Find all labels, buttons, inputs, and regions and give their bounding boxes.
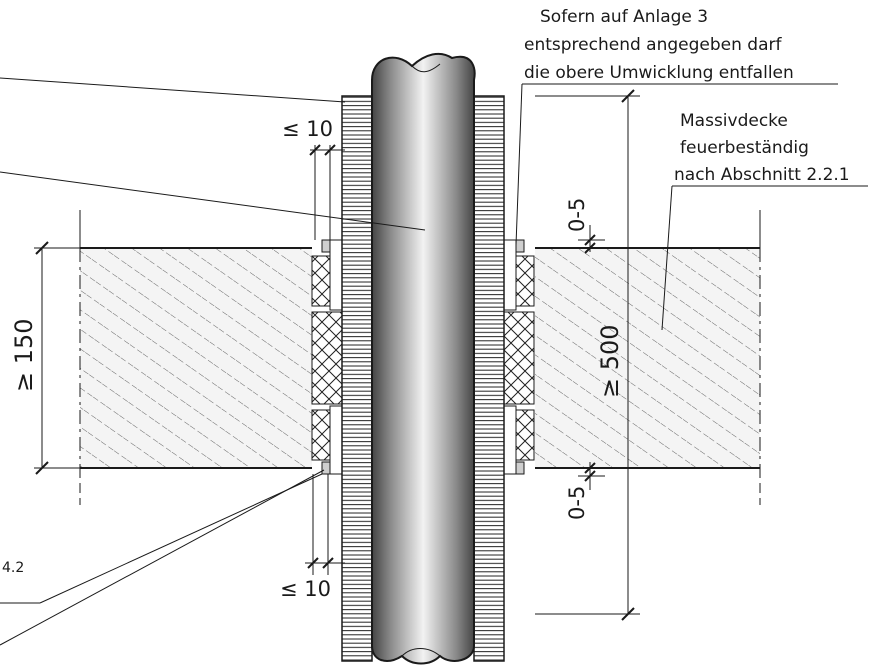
note-line-2: entsprechend angegeben darf: [524, 35, 782, 55]
washers: [321, 239, 525, 475]
note-omit-wrap: Sofern auf Anlage 3 entsprechend angegeb…: [524, 7, 794, 83]
dim-wrap-length: ≥ 500: [596, 324, 624, 398]
slab-left: [79, 210, 312, 505]
note-line-3: die obere Umwicklung entfallen: [524, 63, 794, 83]
intumescent-wrap: [311, 255, 535, 461]
dim-gap-top: ≤ 10: [282, 117, 333, 141]
slab-line-3: nach Abschnitt 2.2.1: [674, 165, 850, 185]
slab-line-1: Massivdecke: [680, 111, 788, 131]
slab-right: [535, 210, 761, 505]
dimension-lines: [34, 89, 640, 621]
leader-lines: [0, 77, 868, 646]
slab-line-2: feuerbeständig: [680, 138, 809, 158]
dim-gap-bottom: ≤ 10: [280, 577, 331, 601]
dim-clearance-bottom: 0-5: [565, 486, 589, 520]
insulation-sleeve: [341, 95, 505, 662]
partial-reference: 4.2: [2, 560, 24, 576]
dim-clearance-top: 0-5: [565, 198, 589, 232]
dim-slab-thickness: ≥ 150: [10, 318, 38, 392]
pipe: [371, 52, 476, 665]
slab-label: Massivdecke feuerbeständig nach Abschnit…: [674, 111, 850, 185]
note-line-1: Sofern auf Anlage 3: [540, 7, 708, 27]
